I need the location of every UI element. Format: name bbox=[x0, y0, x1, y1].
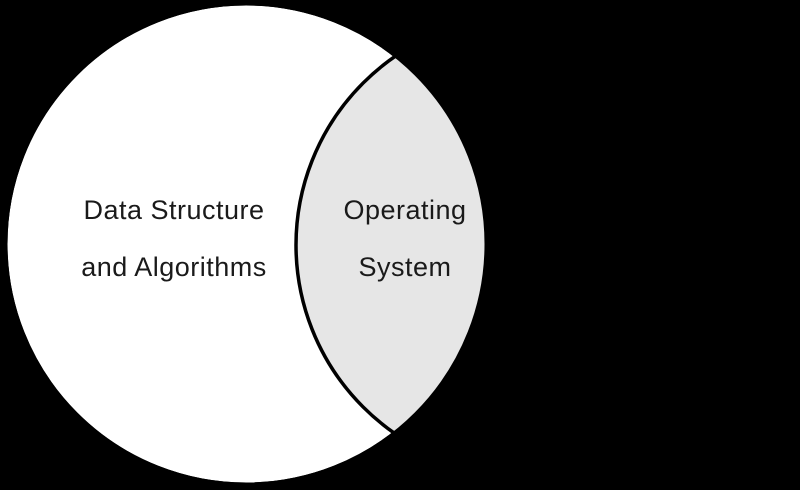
left-set-label-line2: and Algorithms bbox=[81, 252, 267, 282]
left-set-label-line1: Data Structure bbox=[83, 195, 264, 225]
intersection-region bbox=[294, 14, 486, 476]
intersection-label-line1: Operating bbox=[343, 195, 466, 225]
venn-labels: Data Structure and Algorithms Operating … bbox=[81, 195, 466, 282]
intersection-label-line2: System bbox=[358, 252, 451, 282]
left-set-circle-outline bbox=[4, 2, 488, 486]
